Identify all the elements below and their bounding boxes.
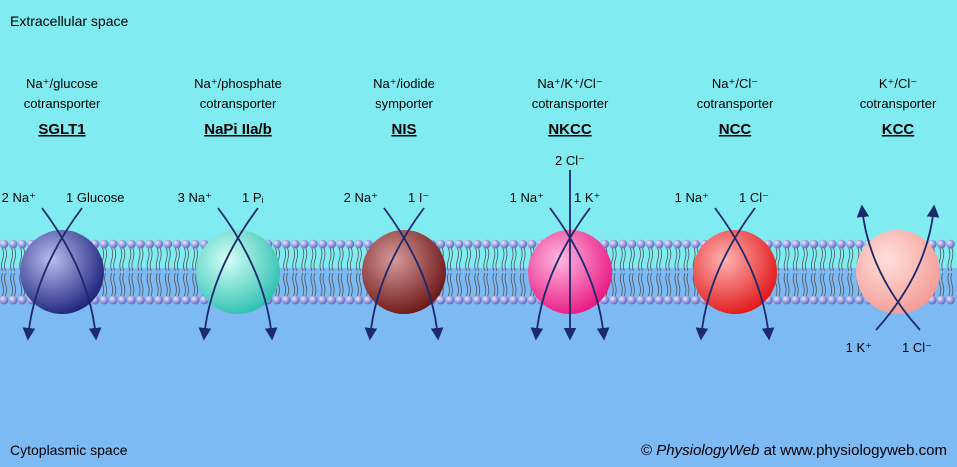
ion-label-left: 1 Na⁺ [510, 190, 544, 205]
transporter-name-line2: cotransporter [532, 96, 609, 111]
transporter-protein [362, 230, 446, 314]
flux-arrow [875, 204, 940, 331]
transporter-name-line1: Na⁺/phosphate [194, 76, 282, 91]
transporter-name-line2: cotransporter [200, 96, 277, 111]
transporter-name-line1: Na⁺/K⁺/Cl⁻ [537, 76, 602, 91]
flux-arrow [217, 207, 278, 341]
transporter-abbr: NIS [391, 121, 416, 138]
flux-arrow [714, 207, 775, 341]
ion-label-left: 2 Na⁺ [2, 190, 36, 205]
ion-label-right: 1 Pᵢ [242, 190, 264, 205]
transporter-abbr: SGLT1 [38, 121, 85, 138]
ion-label-top: 2 Cl⁻ [555, 153, 585, 168]
flux-arrow [364, 207, 425, 341]
flux-arrow [530, 207, 591, 341]
transporter-protein [196, 230, 280, 314]
transporter-abbr: NaPi IIa/b [204, 121, 272, 138]
transporter-name-line1: Na⁺/iodide [373, 76, 435, 91]
ion-label-right: 1 Cl⁻ [902, 340, 932, 355]
flux-arrow [198, 207, 259, 341]
transporter-name-line2: cotransporter [24, 96, 101, 111]
ion-label-right: 1 Glucose [66, 190, 125, 205]
extracellular-label: Extracellular space [10, 13, 128, 29]
ion-label-left: 1 Na⁺ [675, 190, 709, 205]
transporter-abbr: KCC [882, 121, 915, 138]
transporter-name-line2: cotransporter [697, 96, 774, 111]
ion-label-right: 1 Cl⁻ [739, 190, 769, 205]
credit-text: © PhysiologyWeb at www.physiologyweb.com [641, 442, 947, 459]
flux-arrow [41, 207, 102, 341]
cytoplasmic-label: Cytoplasmic space [10, 442, 128, 458]
ion-label-left: 1 K⁺ [846, 340, 872, 355]
copyright-symbol: © [641, 442, 652, 459]
transporter-protein [856, 230, 940, 314]
flux-arrow [549, 207, 610, 341]
extracellular-region [0, 0, 957, 268]
credit-at: at [764, 442, 777, 459]
ion-label-right: 1 I⁻ [408, 190, 429, 205]
transporter-abbr: NKCC [548, 121, 591, 138]
flux-arrow [695, 207, 756, 341]
credit-url: www.physiologyweb.com [779, 442, 947, 459]
transporter-name-line1: Na⁺/glucose [26, 76, 98, 91]
transporter-protein [693, 230, 777, 314]
ion-label-left: 3 Na⁺ [178, 190, 212, 205]
ion-label-left: 2 Na⁺ [344, 190, 378, 205]
flux-arrow [383, 207, 444, 341]
transporter-abbr: NCC [719, 121, 752, 138]
transporter-name-line2: cotransporter [860, 96, 937, 111]
transporter-protein [20, 230, 104, 314]
transporter-name-line1: Na⁺/Cl⁻ [712, 76, 758, 91]
ion-label-right: 1 K⁺ [574, 190, 600, 205]
transporter-name-line2: symporter [375, 96, 433, 111]
brand-name: PhysiologyWeb [656, 442, 759, 459]
flux-arrow [22, 207, 83, 341]
transporter-name-line1: K⁺/Cl⁻ [879, 76, 917, 91]
flux-arrow [856, 204, 921, 331]
